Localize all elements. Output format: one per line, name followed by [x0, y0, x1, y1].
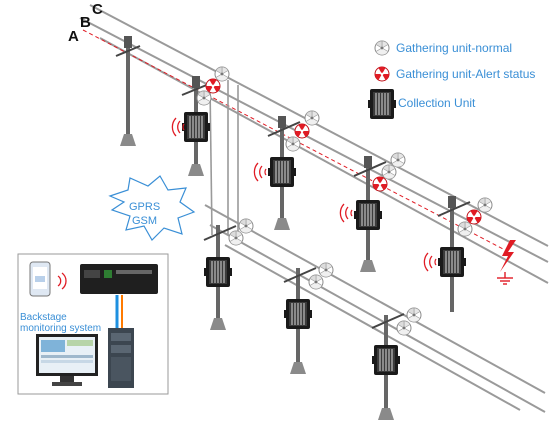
collection-unit-icon: [267, 156, 297, 188]
tower-1: [115, 36, 141, 146]
gathering-unit-normal-icon: [406, 307, 422, 323]
tower-3: [253, 110, 320, 230]
fault-path-line: [82, 29, 506, 251]
gathering-unit-normal-icon: [396, 320, 412, 336]
network-label-gprs: GPRS: [129, 201, 160, 213]
tower-6: [203, 218, 254, 330]
legend-normal-icon: [374, 40, 390, 56]
network-label-gsm: GSM: [132, 215, 157, 227]
gathering-unit-normal-icon: [304, 110, 320, 126]
line-drops: [209, 80, 239, 240]
gathering-unit-normal-icon: [238, 218, 254, 234]
gathering-unit-normal-icon: [477, 197, 493, 213]
gathering-unit-alert-icon: [205, 78, 221, 94]
gathering-unit-normal-icon: [285, 136, 301, 152]
wireless-signal-icon: [423, 252, 437, 272]
collection-unit-icon: [353, 199, 383, 231]
gathering-unit-normal-icon: [228, 230, 244, 246]
legend-alert-label: Gathering unit-Alert status: [396, 67, 535, 81]
gathering-unit-normal-icon: [318, 262, 334, 278]
collection-unit-icon: [437, 246, 467, 278]
gathering-unit-alert-icon: [294, 123, 310, 139]
ground-icon: [497, 272, 513, 285]
tower-8: [371, 307, 422, 420]
gathering-unit-alert-icon: [372, 176, 388, 192]
gathering-unit-normal-icon: [381, 164, 397, 180]
gathering-unit-alert-icon: [466, 209, 482, 225]
backstage-box: Backstage monitoring system: [17, 253, 169, 395]
legend: Gathering unit-normal Gathering unit-Ale…: [367, 40, 535, 120]
router-icon: [80, 264, 158, 294]
legend-collection-label: Collection Unit: [398, 96, 476, 110]
legend-alert-icon: [374, 66, 390, 82]
tower-5: [423, 196, 493, 312]
legend-normal-label: Gathering unit-normal: [396, 41, 512, 55]
gathering-unit-normal-icon: [308, 274, 324, 290]
collection-unit-icon: [203, 256, 233, 288]
tower-2: [171, 66, 230, 176]
lightning-icon: [500, 240, 516, 272]
wireless-signal-icon: [57, 272, 67, 290]
phase-label-c: C: [92, 1, 103, 18]
wireless-signal-icon: [253, 162, 267, 182]
phase-label-b: B: [80, 14, 91, 31]
phase-label-a: A: [68, 28, 79, 45]
collection-unit-icon: [283, 298, 313, 330]
gathering-unit-normal-icon: [214, 66, 230, 82]
server-icon: [108, 328, 134, 388]
phone-icon: [29, 261, 51, 297]
gathering-unit-normal-icon: [457, 221, 473, 237]
tower-4: [339, 152, 406, 272]
wireless-signal-icon: [339, 203, 353, 223]
tower-7: [283, 262, 334, 374]
collection-unit-icon: [371, 344, 401, 376]
wireless-signal-icon: [171, 117, 185, 137]
legend-collection-icon: [367, 88, 397, 120]
transmission-lines-lower: [204, 204, 546, 413]
computer-icon: [36, 334, 98, 386]
backstage-label-line1: Backstage: [20, 312, 67, 323]
collection-unit-icon: [181, 111, 211, 143]
network-burst: GPRS GSM: [108, 175, 196, 241]
backstage-label-line2: monitoring system: [20, 323, 101, 334]
gathering-unit-normal-icon: [196, 90, 212, 106]
gathering-unit-normal-icon: [390, 152, 406, 168]
